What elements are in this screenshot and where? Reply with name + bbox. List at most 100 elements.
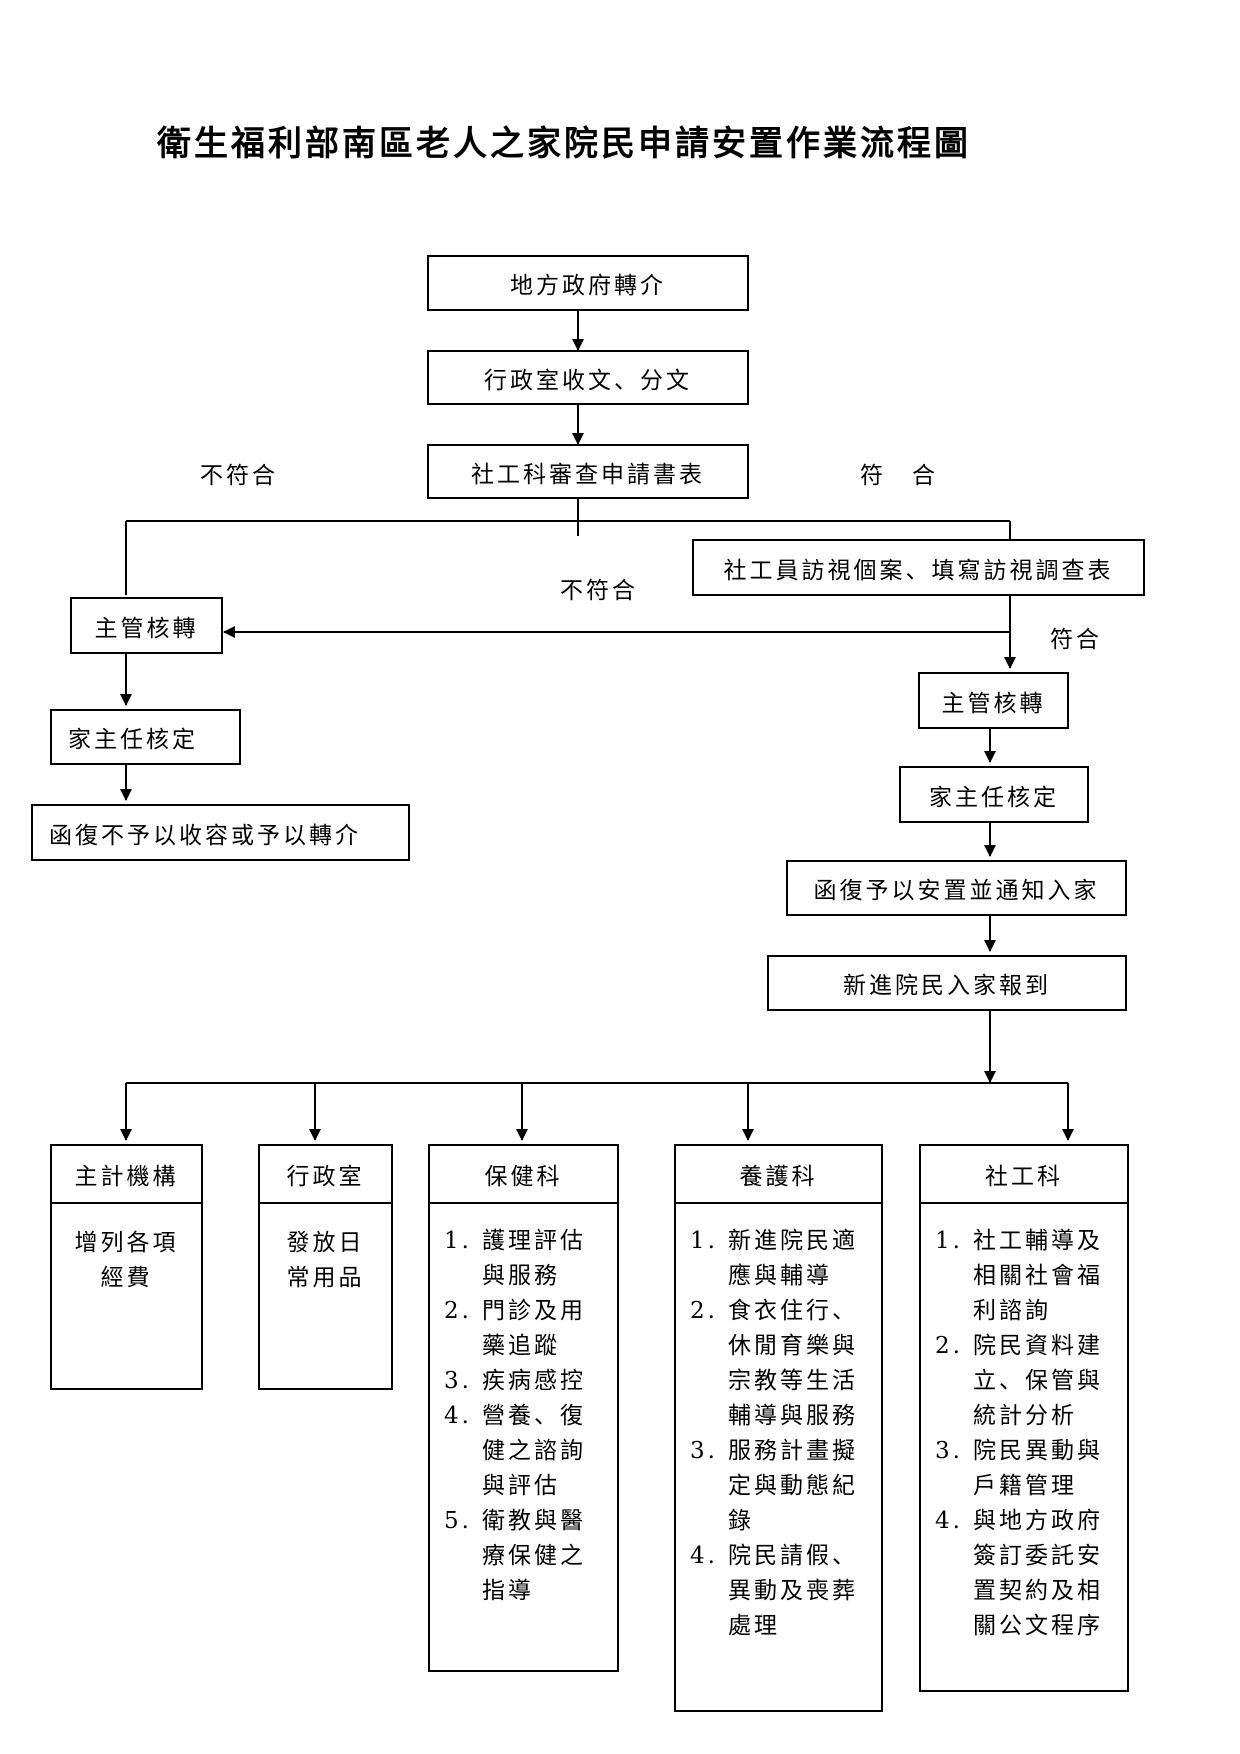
dept-duty-item: 1. 社工輔導及相關社會福利諮詢 — [935, 1224, 1113, 1329]
node-director-right: 家主任核定 — [899, 766, 1089, 823]
dept-duty-line: 異動及喪葬 — [728, 1578, 858, 1604]
dept-duty-line: 食衣住行、 — [728, 1298, 858, 1324]
dept-header: 行政室 — [260, 1146, 391, 1204]
dept-duty-list: 1. 護理評估與服務 2. 門診及用藥追蹤 3. 疾病感控 4. 營養、復健之諮詢與評估 5. 衛… — [444, 1224, 603, 1609]
dept-body-line: 發放日 — [286, 1230, 365, 1256]
dept-duty-line: 院民資料建 — [973, 1333, 1103, 1359]
dept-duty-number: 3. — [935, 1438, 963, 1464]
dept-accounting: 主計機構增列各項經費 — [50, 1144, 203, 1390]
dept-duty-item: 1. 護理評估與服務 — [444, 1224, 603, 1294]
dept-duty-number: 4. — [444, 1403, 472, 1429]
dept-duty-line: 新進院民適 — [728, 1228, 858, 1254]
dept-duty-line: 簽訂委託安 — [973, 1543, 1103, 1569]
dept-body: 發放日常用品 — [260, 1204, 391, 1306]
label-not-match-top: 不符合 — [200, 463, 278, 489]
dept-duty-line: 輔導與服務 — [728, 1403, 858, 1429]
dept-duty-line: 關公文程序 — [973, 1613, 1103, 1639]
dept-duty-item: 2. 院民資料建立、保管與統計分析 — [935, 1329, 1113, 1434]
dept-duty-line: 利諮詢 — [973, 1298, 1051, 1324]
dept-duty-number: 4. — [690, 1543, 718, 1569]
dept-body: 1. 新進院民適應與輔導 2. 食衣住行、休閒育樂與宗教等生活輔導與服務 3. 服務計畫擬… — [676, 1204, 881, 1654]
dept-duty-line: 與地方政府 — [973, 1508, 1103, 1534]
dept-duty-line: 藥追蹤 — [482, 1333, 560, 1359]
dept-duty-line: 與服務 — [482, 1263, 560, 1289]
dept-nursing-care: 養護科 1. 新進院民適應與輔導 2. 食衣住行、休閒育樂與宗教等生活輔導與服務 3. 服務… — [674, 1144, 883, 1712]
dept-duty-line: 立、保管與 — [973, 1368, 1103, 1394]
dept-duty-line: 錄 — [728, 1508, 754, 1534]
dept-duty-number: 5. — [444, 1508, 472, 1534]
dept-duty-item: 3. 服務計畫擬定與動態紀錄 — [690, 1434, 867, 1539]
dept-duty-item: 3. 疾病感控 — [444, 1364, 603, 1399]
dept-duty-line: 疾病感控 — [482, 1368, 586, 1394]
page-title: 衛生福利部南區老人之家院民申請安置作業流程圖 — [157, 124, 971, 164]
dept-header: 主計機構 — [52, 1146, 201, 1204]
dept-body: 增列各項經費 — [52, 1204, 201, 1306]
dept-duty-line: 院民異動與 — [973, 1438, 1103, 1464]
dept-header: 養護科 — [676, 1146, 881, 1204]
dept-duty-item: 5. 衛教與醫療保健之指導 — [444, 1504, 603, 1609]
node-supervisor-left: 主管核轉 — [70, 597, 223, 654]
dept-duty-line: 療保健之 — [482, 1543, 586, 1569]
dept-duty-number: 4. — [935, 1508, 963, 1534]
dept-duty-line: 處理 — [728, 1613, 780, 1639]
dept-duty-item: 1. 新進院民適應與輔導 — [690, 1224, 867, 1294]
dept-admin-office: 行政室發放日常用品 — [258, 1144, 393, 1390]
dept-duty-item: 4. 院民請假、異動及喪葬處理 — [690, 1539, 867, 1644]
dept-header: 社工科 — [921, 1146, 1127, 1204]
dept-duty-line: 相關社會福 — [973, 1263, 1103, 1289]
node-accept-reply: 函復予以安置並通知入家 — [786, 860, 1127, 916]
dept-duty-number: 1. — [935, 1228, 963, 1254]
dept-body-line: 常用品 — [286, 1265, 365, 1291]
dept-duty-number: 1. — [444, 1228, 472, 1254]
dept-duty-line: 社工輔導及 — [973, 1228, 1103, 1254]
dept-duty-line: 門診及用 — [482, 1298, 586, 1324]
dept-duty-line: 護理評估 — [482, 1228, 586, 1254]
dept-duty-item: 4. 與地方政府簽訂委託安置契約及相關公文程序 — [935, 1504, 1113, 1644]
dept-social-work: 社工科 1. 社工輔導及相關社會福利諮詢 2. 院民資料建立、保管與統計分析 3. 院民異動… — [919, 1144, 1129, 1692]
dept-duty-number: 3. — [690, 1438, 718, 1464]
dept-duty-line: 休閒育樂與 — [728, 1333, 858, 1359]
dept-health: 保健科 1. 護理評估與服務 2. 門診及用藥追蹤 3. 疾病感控 4. 營養、復健之諮詢與評估… — [428, 1144, 619, 1672]
dept-duty-line: 置契約及相 — [973, 1578, 1103, 1604]
dept-duty-line: 與評估 — [482, 1473, 560, 1499]
dept-duty-line: 應與輔導 — [728, 1263, 832, 1289]
node-visit: 社工員訪視個案、填寫訪視調查表 — [692, 539, 1145, 596]
dept-duty-line: 衛教與醫 — [482, 1508, 586, 1534]
label-not-match-mid: 不符合 — [560, 578, 638, 604]
node-checkin: 新進院民入家報到 — [767, 955, 1127, 1011]
dept-body-line: 經費 — [100, 1265, 153, 1291]
label-match-mid: 符合 — [1050, 627, 1102, 653]
node-review: 社工科審查申請書表 — [427, 444, 749, 499]
dept-duty-number: 2. — [690, 1298, 718, 1324]
dept-duty-line: 服務計畫擬 — [728, 1438, 858, 1464]
dept-duty-line: 營養、復 — [482, 1403, 586, 1429]
dept-duty-item: 2. 食衣住行、休閒育樂與宗教等生活輔導與服務 — [690, 1294, 867, 1434]
dept-duty-list: 1. 新進院民適應與輔導 2. 食衣住行、休閒育樂與宗教等生活輔導與服務 3. 服務計畫擬… — [690, 1224, 867, 1644]
dept-duty-number: 1. — [690, 1228, 718, 1254]
node-receive: 行政室收文、分文 — [427, 350, 749, 405]
dept-duty-number: 2. — [444, 1298, 472, 1324]
node-director-left: 家主任核定 — [50, 709, 241, 765]
dept-duty-line: 統計分析 — [973, 1403, 1077, 1429]
node-reject-reply: 函復不予以收容或予以轉介 — [31, 804, 410, 861]
dept-body-line: 增列各項 — [74, 1230, 179, 1256]
dept-duty-line: 健之諮詢 — [482, 1438, 586, 1464]
dept-duty-line: 指導 — [482, 1578, 534, 1604]
dept-duty-item: 4. 營養、復健之諮詢與評估 — [444, 1399, 603, 1504]
dept-duty-number: 3. — [444, 1368, 472, 1394]
dept-header: 保健科 — [430, 1146, 617, 1204]
dept-body: 1. 護理評估與服務 2. 門診及用藥追蹤 3. 疾病感控 4. 營養、復健之諮詢與評估 5. 衛… — [430, 1204, 617, 1619]
node-supervisor-right: 主管核轉 — [918, 672, 1069, 729]
dept-duty-item: 3. 院民異動與戶籍管理 — [935, 1434, 1113, 1504]
node-referral: 地方政府轉介 — [427, 255, 749, 311]
dept-duty-item: 2. 門診及用藥追蹤 — [444, 1294, 603, 1364]
dept-body: 1. 社工輔導及相關社會福利諮詢 2. 院民資料建立、保管與統計分析 3. 院民異動與戶籍… — [921, 1204, 1127, 1654]
dept-duty-line: 宗教等生活 — [728, 1368, 858, 1394]
label-match-top: 符 合 — [860, 463, 938, 489]
dept-duty-list: 1. 社工輔導及相關社會福利諮詢 2. 院民資料建立、保管與統計分析 3. 院民異動與戶籍… — [935, 1224, 1113, 1644]
dept-duty-line: 定與動態紀 — [728, 1473, 858, 1499]
dept-duty-line: 院民請假、 — [728, 1543, 858, 1569]
dept-duty-line: 戶籍管理 — [973, 1473, 1077, 1499]
dept-duty-number: 2. — [935, 1333, 963, 1359]
